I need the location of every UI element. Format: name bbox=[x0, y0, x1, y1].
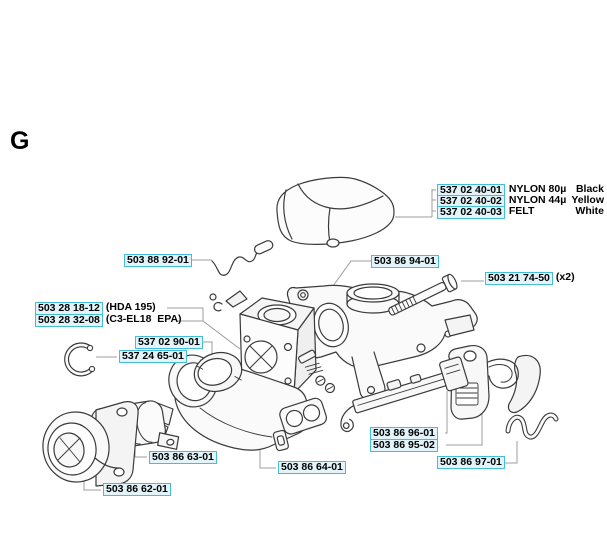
filter-material: NYLON 80µ bbox=[508, 183, 567, 195]
part-number-link[interactable]: 503 86 63-01 bbox=[149, 451, 217, 464]
carburetor-drawing bbox=[209, 290, 336, 411]
part-number-link[interactable]: 503 86 94-01 bbox=[371, 255, 439, 268]
label-spring: 503 86 97-01 bbox=[437, 456, 505, 469]
filter-material: NYLON 44µ bbox=[508, 194, 567, 206]
carburetor-variant: (C3-EL18 EPA) bbox=[105, 313, 182, 325]
label-gasket: 537 02 90-01 bbox=[135, 336, 203, 349]
fuel-line-drawing bbox=[211, 240, 274, 276]
leader-lines bbox=[83, 189, 518, 491]
snap-ring-drawing bbox=[64, 342, 96, 377]
air-filter-drawing bbox=[276, 176, 395, 248]
section-letter: G bbox=[10, 127, 30, 155]
label-holder: 503 86 95-02 bbox=[370, 439, 438, 452]
label-screw: 503 21 74-50 (x2) bbox=[485, 272, 575, 285]
gasket-drawing bbox=[193, 351, 243, 393]
part-number-link[interactable]: 503 86 96-01 bbox=[370, 427, 438, 440]
label-flange-boot: 503 86 62-01 bbox=[103, 483, 171, 496]
part-number-link[interactable]: 503 21 74-50 bbox=[485, 272, 553, 285]
label-bracket: 503 86 96-01 bbox=[370, 427, 438, 440]
part-number-link[interactable]: 503 28 32-08 bbox=[35, 314, 103, 327]
carburetor-variant: (HDA 195) bbox=[105, 301, 156, 313]
part-number-link[interactable]: 503 86 62-01 bbox=[103, 483, 171, 496]
label-filter-base: 503 86 94-01 bbox=[371, 255, 439, 268]
part-number-link[interactable]: 537 24 65-01 bbox=[119, 350, 187, 363]
filter-color: Black bbox=[575, 183, 604, 195]
spring-drawing bbox=[505, 412, 559, 440]
part-number-link[interactable]: 537 02 90-01 bbox=[135, 336, 203, 349]
bracket-drawing bbox=[340, 356, 469, 433]
label-carburetor-epa: 503 28 32-08 (C3-EL18 EPA) bbox=[35, 314, 182, 327]
part-number-link[interactable]: 503 86 64-01 bbox=[278, 461, 346, 474]
screw-drawing bbox=[388, 273, 458, 316]
filter-material: FELT bbox=[508, 205, 535, 217]
label-filter-nylon-black: 537 02 40-01 NYLON 80µ Black bbox=[437, 184, 604, 197]
part-number-link[interactable]: 503 88 92-01 bbox=[124, 254, 192, 267]
filter-color: White bbox=[575, 205, 604, 217]
flange-boot-drawing bbox=[42, 401, 139, 487]
filter-color: Yellow bbox=[571, 194, 604, 206]
screw-quantity: (x2) bbox=[555, 271, 575, 283]
part-number-link[interactable]: 503 86 97-01 bbox=[437, 456, 505, 469]
label-snap-ring: 537 24 65-01 bbox=[119, 350, 187, 363]
filter-base-drawing bbox=[281, 283, 478, 401]
label-intake-boot: 503 86 63-01 bbox=[149, 451, 217, 464]
label-air-duct: 503 86 64-01 bbox=[278, 461, 346, 474]
part-number-link[interactable]: 503 86 95-02 bbox=[370, 439, 438, 452]
label-fuel-line: 503 88 92-01 bbox=[124, 254, 192, 267]
label-filter-felt-white: 537 02 40-03 FELT White bbox=[437, 206, 604, 219]
part-number-link[interactable]: 537 02 40-03 bbox=[437, 206, 505, 219]
